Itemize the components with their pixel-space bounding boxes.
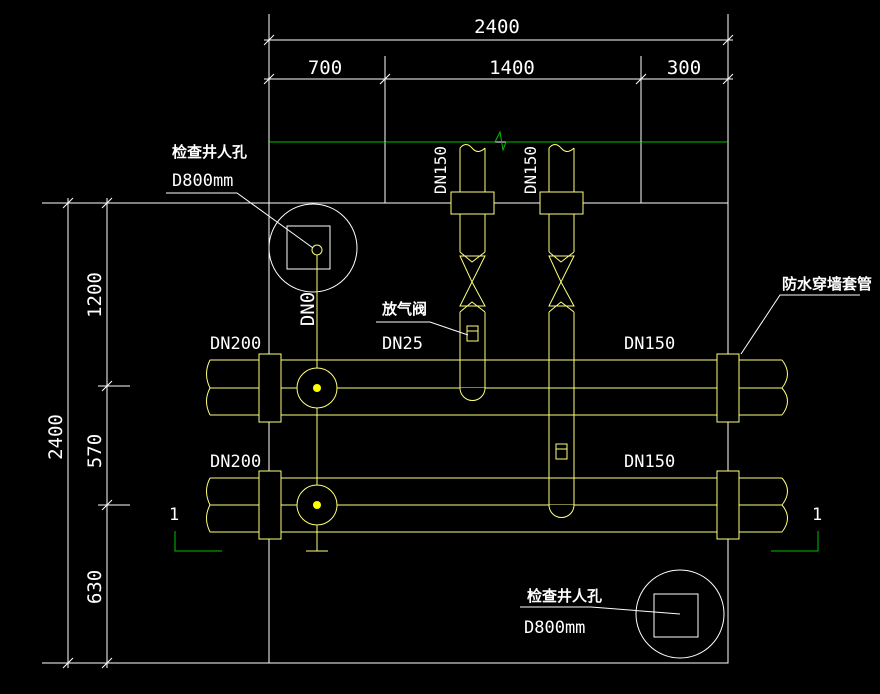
dim-right-segment: 300 <box>667 57 701 79</box>
air-valve-leader <box>376 321 469 336</box>
manhole-top-size: D800mm <box>172 171 233 191</box>
sleeve-leader <box>740 294 860 355</box>
top-dimension <box>263 14 734 142</box>
upper-node <box>313 384 321 392</box>
lower-pipe <box>206 470 788 540</box>
label-dn200-upper: DN200 <box>210 334 261 354</box>
manhole-bottom-leader <box>520 606 681 615</box>
manhole-bottom-size: D800mm <box>524 618 585 638</box>
lower-node <box>313 501 321 509</box>
label-section-right: 1 <box>812 505 822 525</box>
manhole-top-square <box>286 225 331 270</box>
left-dimension <box>42 197 236 669</box>
dim-overall-height: 2400 <box>45 414 67 460</box>
label-dn150-upper: DN150 <box>624 334 675 354</box>
dim-left-segment: 700 <box>308 57 342 79</box>
label-dn150-riser-right: DN150 <box>521 146 540 194</box>
riser-right <box>539 144 584 518</box>
label-dn200-lower: DN200 <box>210 452 261 472</box>
manhole-top-leader <box>166 192 314 249</box>
manhole-top-circle <box>268 203 358 293</box>
riser-left <box>450 144 495 401</box>
dim-overall-width: 2400 <box>474 16 520 38</box>
dim-h-bottom: 630 <box>84 570 106 604</box>
label-sleeve: 防水穿墙套管 <box>782 275 872 293</box>
manhole-bottom-square <box>653 593 699 638</box>
label-dn150-lower: DN150 <box>624 452 675 472</box>
dim-middle-segment: 1400 <box>489 57 535 79</box>
manhole-bottom-label: 检查井人孔 <box>527 587 602 605</box>
label-dn25: DN25 <box>382 334 423 354</box>
label-dn0: DN0 <box>297 292 319 326</box>
upper-pipe <box>206 353 788 423</box>
manhole-top-label: 检查井人孔 <box>172 143 247 161</box>
dim-h-top: 1200 <box>84 272 106 318</box>
section-marker-right <box>771 531 819 552</box>
label-dn150-riser-left: DN150 <box>431 146 450 194</box>
dim-h-middle: 570 <box>84 434 106 468</box>
chamber-outline <box>268 141 729 664</box>
label-section-left: 1 <box>169 505 179 525</box>
section-marker-left <box>174 531 222 552</box>
grade-line <box>269 130 728 152</box>
label-air-valve: 放气阀 <box>381 300 427 318</box>
manhole-bottom-circle <box>635 569 725 659</box>
